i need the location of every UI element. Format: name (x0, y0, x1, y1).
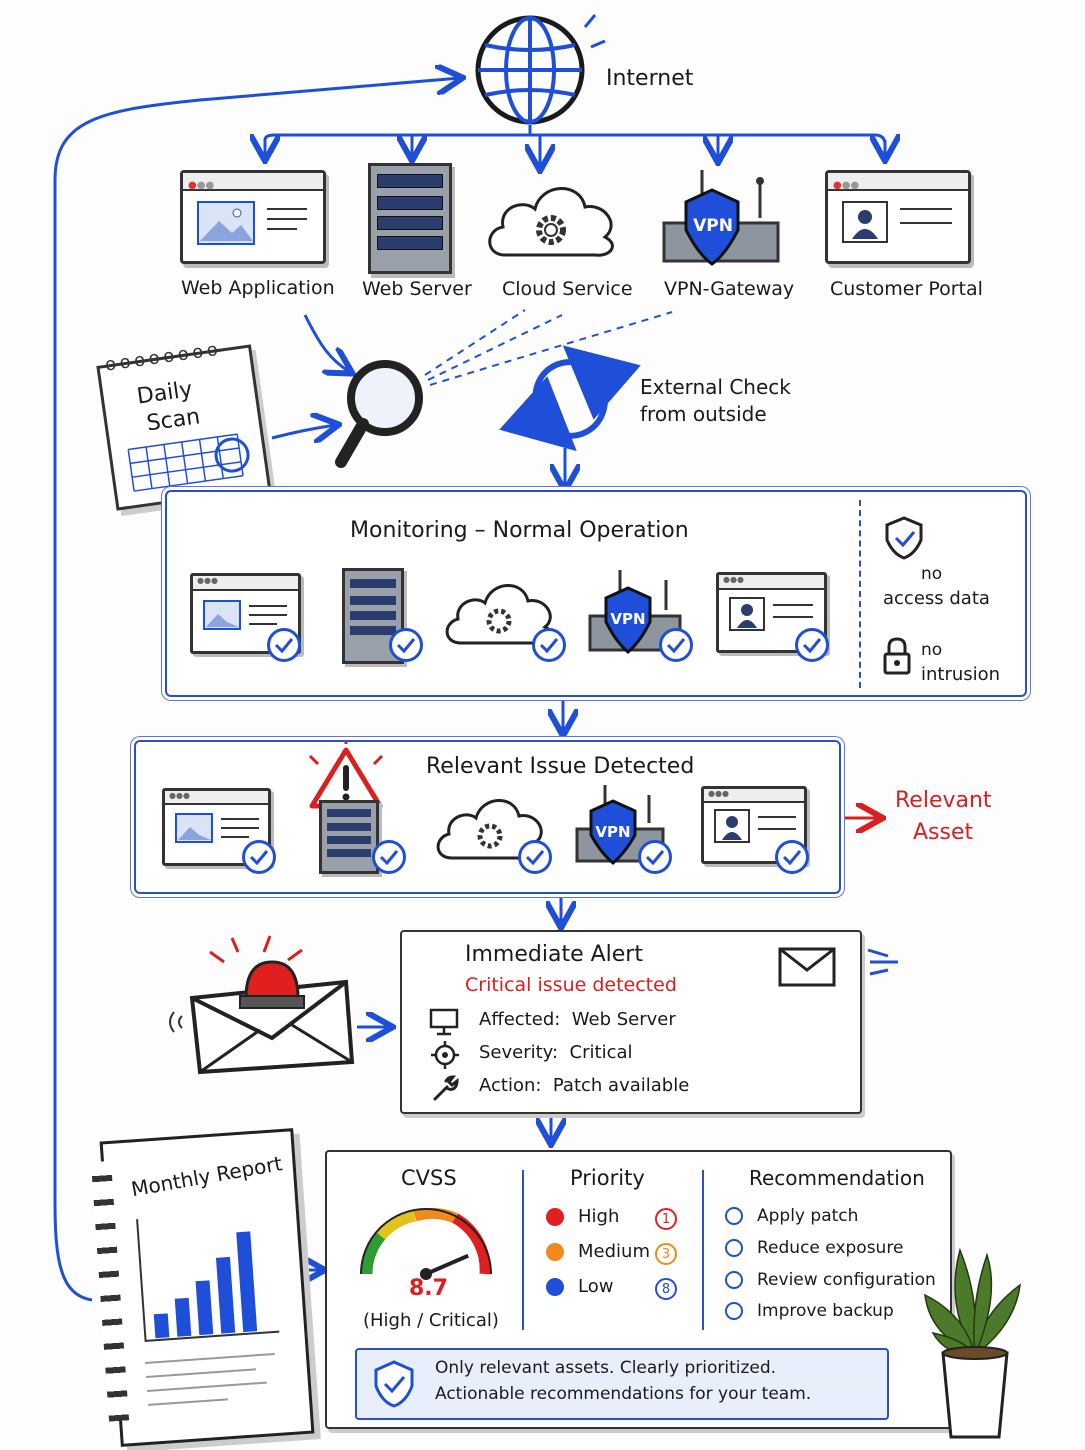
footer-line1: Only relevant assets. Clearly prioritize… (435, 1358, 777, 1378)
cvss-gauge (360, 1207, 492, 1280)
severity-key: Severity: (479, 1042, 559, 1063)
recommendation-item: Improve backup (725, 1301, 894, 1321)
check-icon (725, 1239, 743, 1257)
no-intrusion-line1: no (921, 640, 943, 660)
asset-label-web-application: Web Application (181, 277, 335, 299)
monitoring-panel: Monitoring – Normal Operation no access … (165, 490, 1027, 697)
check-icon (389, 628, 423, 662)
signal-lines-icon (867, 948, 898, 976)
cvss-score: 8.7 (409, 1276, 448, 1301)
priority-dot (546, 1243, 564, 1261)
alert-panel: Immediate Alert Critical issue detected … (400, 930, 862, 1114)
priority-medium: Medium (546, 1241, 650, 1262)
issue-web-application-icon: ●●● (162, 788, 271, 866)
issue-web-server-icon (319, 800, 379, 874)
cvss-title: CVSS (401, 1166, 457, 1190)
affected-key: Affected: (479, 1009, 561, 1030)
monthly-report-book: Monthly Report (90, 1128, 315, 1447)
external-check-line1: External Check (640, 375, 791, 399)
gauge-needle (425, 1253, 469, 1276)
no-access-data-line1: no (921, 564, 943, 584)
recommendation-title: Recommendation (749, 1166, 925, 1190)
priority-low: Low (546, 1276, 613, 1297)
monitoring-title: Monitoring – Normal Operation (350, 518, 689, 543)
internet-label: Internet (606, 66, 694, 91)
check-icon (775, 840, 809, 874)
shield-check-icon (885, 516, 923, 560)
priority-count-low: 8 (655, 1278, 677, 1300)
warning-icon (308, 742, 384, 809)
vpn-gateway-icon: VPN (660, 168, 780, 268)
check-icon (372, 840, 406, 874)
refresh-icon (499, 345, 641, 452)
check-icon (725, 1271, 743, 1289)
report-panel: CVSS 8.7 (High / Critical) Priority High… (325, 1150, 952, 1429)
alert-subtitle: Critical issue detected (465, 974, 677, 996)
magnifier-icon (335, 360, 423, 468)
severity-value: Critical (569, 1042, 633, 1063)
alarm-envelope-icon (169, 935, 355, 1075)
asset-label-vpn-gateway: VPN-Gateway (664, 278, 795, 300)
action-key: Action: (479, 1075, 542, 1096)
priority-title: Priority (570, 1166, 645, 1190)
check-icon (725, 1302, 743, 1320)
action-value: Patch available (552, 1075, 690, 1096)
no-intrusion-line2: intrusion (921, 664, 1001, 685)
recommendation-item: Apply patch (725, 1206, 858, 1226)
cloud-service-icon (488, 187, 614, 257)
affected-value: Web Server (571, 1009, 676, 1030)
customer-portal-icon: ●●● (825, 170, 971, 264)
alert-title: Immediate Alert (465, 942, 643, 967)
web-server-icon (368, 163, 452, 274)
relevant-asset-line1: Relevant (895, 788, 992, 813)
globe-icon (475, 14, 606, 125)
crosshair-icon (431, 1041, 459, 1069)
cvss-caption: (High / Critical) (363, 1310, 499, 1331)
external-check-line2: from outside (640, 402, 767, 426)
asset-label-customer-portal: Customer Portal (830, 278, 983, 300)
daily-scan-calendar: ꝋꝋꝋꝋꝋꝋꝋꝋ Daily Scan (85, 334, 275, 511)
monitor-icon (429, 1008, 459, 1036)
asset-label-cloud-service: Cloud Service (502, 278, 633, 300)
mail-icon (778, 947, 836, 987)
issue-title: Relevant Issue Detected (426, 754, 695, 779)
no-access-data-line2: access data (883, 588, 990, 609)
check-icon (638, 840, 672, 874)
wrench-icon (433, 1075, 459, 1101)
priority-high: High (546, 1206, 619, 1227)
lock-icon (883, 637, 911, 675)
priority-count-high: 1 (655, 1208, 677, 1230)
recommendation-item: Reduce exposure (725, 1238, 903, 1258)
check-icon (795, 628, 829, 662)
priority-dot (546, 1208, 564, 1226)
issue-vpn-gateway-icon: VPN (575, 785, 665, 870)
priority-count-medium: 3 (655, 1243, 677, 1265)
check-icon (532, 628, 566, 662)
shield-check-icon (374, 1360, 414, 1408)
monitor-web-server-icon (342, 568, 404, 664)
asset-label-web-server: Web Server (362, 278, 472, 300)
check-icon (518, 840, 552, 874)
web-application-icon: ●●● (180, 170, 326, 264)
priority-dot (546, 1278, 564, 1296)
plant-decoration (924, 1247, 1021, 1439)
recommendation-item: Review configuration (725, 1270, 936, 1290)
relevant-asset-line2: Asset (913, 820, 974, 845)
monitor-web-application-icon: ●●● (190, 573, 301, 654)
report-footer-banner: Only relevant assets. Clearly prioritize… (355, 1348, 889, 1420)
check-icon (267, 628, 301, 662)
footer-line2: Actionable recommendations for your team… (435, 1384, 812, 1404)
check-icon (725, 1207, 743, 1225)
check-icon (242, 840, 276, 874)
check-icon (659, 628, 693, 662)
